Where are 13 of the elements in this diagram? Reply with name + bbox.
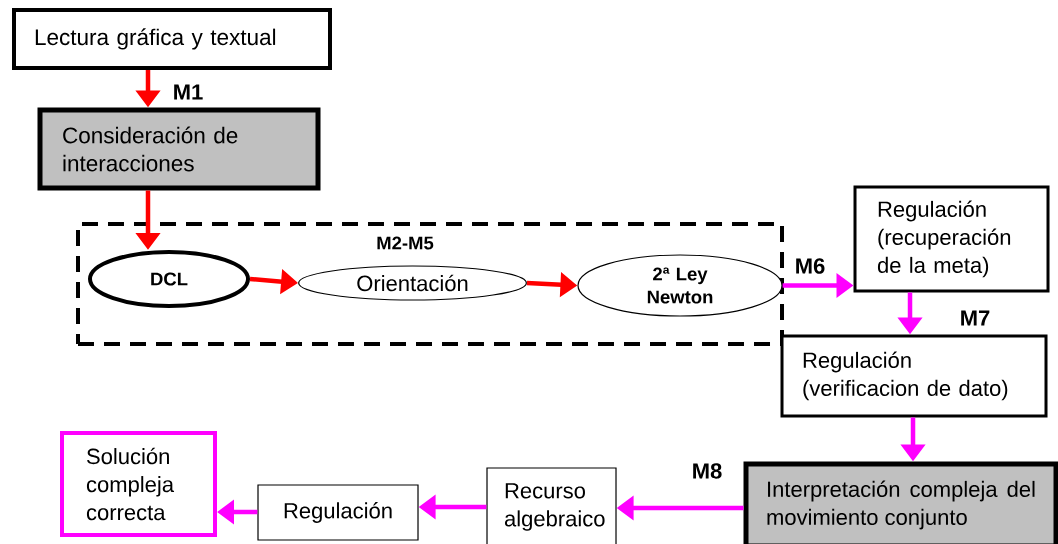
process-box: Consideración de interacciones bbox=[37, 107, 321, 191]
process-box: Regulación (recuperación de la meta) bbox=[853, 185, 1050, 293]
result-box: Solución compleja correcta bbox=[60, 431, 217, 537]
process-box: Interpretación compleja del movimiento conjunto bbox=[743, 461, 1058, 544]
edge-label: M1 bbox=[174, 84, 203, 100]
edge-label: M7 bbox=[961, 310, 990, 326]
process-box: Regulación (verificacion de dato) bbox=[780, 334, 1048, 418]
process-box: Recurso algebraico bbox=[486, 467, 617, 544]
edge-label: M8 bbox=[693, 463, 722, 479]
process-box: Lectura gráfica y textual bbox=[12, 8, 332, 70]
edge-label: M6 bbox=[796, 258, 825, 274]
dashed-group-box bbox=[76, 222, 784, 346]
process-box: Regulación bbox=[257, 484, 419, 541]
